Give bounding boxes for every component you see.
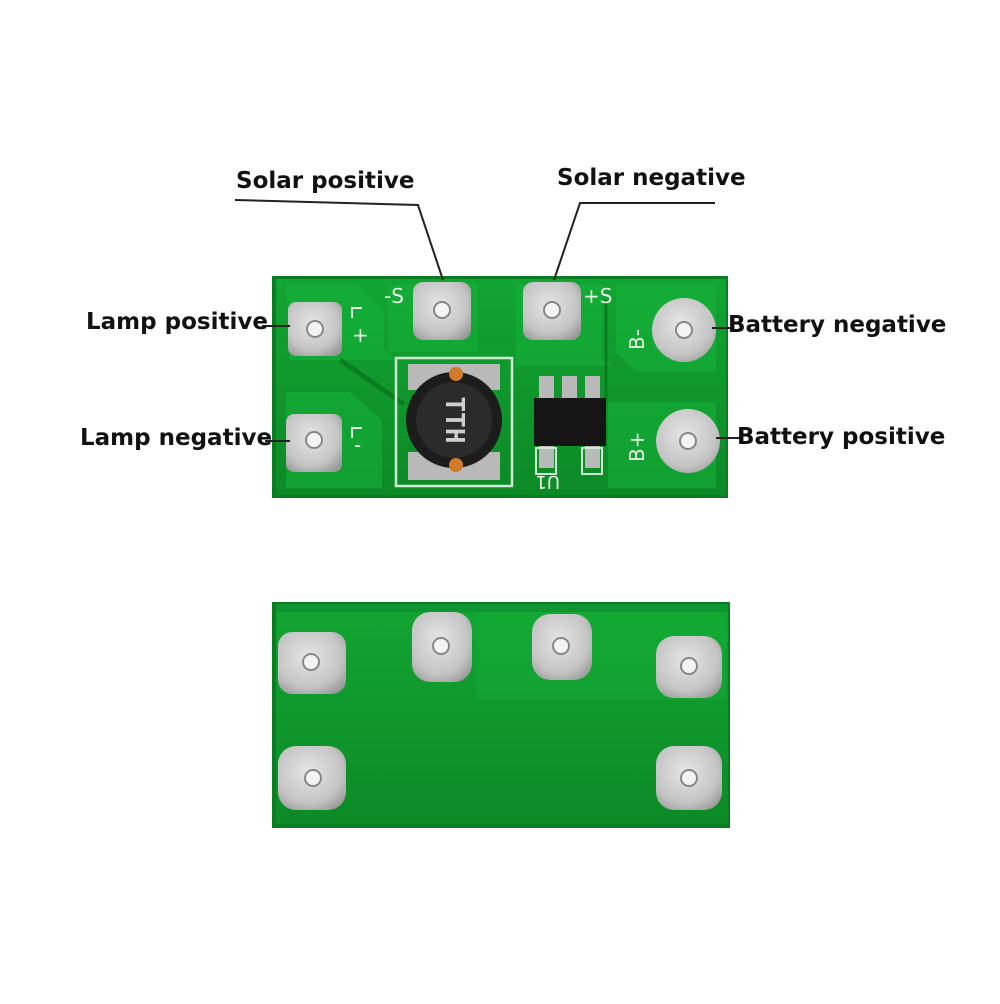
pcb-back	[272, 602, 730, 828]
pad-solar-positive	[523, 282, 581, 340]
ic-lead	[539, 446, 554, 468]
ic-u1	[534, 376, 606, 475]
ic-lead	[562, 376, 577, 398]
pcb-back-edge	[276, 604, 728, 612]
pad-hole	[675, 321, 693, 339]
silkscreen-bracket	[351, 427, 362, 438]
inductor-marking: TTH	[439, 397, 469, 444]
label-solar-positive: Solar positive	[236, 168, 415, 194]
pad-hole	[432, 637, 450, 655]
pcb-front: TTH -S +S + - B- B+ U1	[272, 276, 728, 498]
pad-hole	[679, 432, 697, 450]
ic-body	[534, 398, 606, 446]
label-battery-negative: Battery negative	[728, 312, 947, 338]
silkscreen-u1: U1	[535, 471, 560, 492]
ic-lead	[539, 376, 554, 398]
pcb-back-solder-mask	[276, 608, 728, 824]
label-battery-positive: Battery positive	[737, 424, 946, 450]
ic-pad-outline	[535, 447, 557, 475]
inductor-silkscreen-outline	[394, 356, 514, 488]
back-pad-3	[532, 614, 592, 680]
pad-lamp-positive	[288, 302, 342, 356]
pad-hole	[680, 769, 698, 787]
pad-hole	[305, 431, 323, 449]
back-pad-2	[412, 612, 472, 682]
inductor-core	[416, 382, 492, 458]
inductor-solder-dot	[449, 367, 463, 381]
back-pad-1	[278, 632, 346, 694]
leader-solar-negative	[553, 202, 715, 281]
pad-hole	[433, 301, 451, 319]
label-lamp-negative: Lamp negative	[80, 425, 273, 451]
pad-hole	[304, 769, 322, 787]
pad-battery-positive	[656, 409, 720, 473]
pad-hole	[306, 320, 324, 338]
ic-lead	[585, 446, 600, 468]
pad-solar-negative	[413, 282, 471, 340]
back-pad-5	[278, 746, 346, 810]
silkscreen-lamp-minus: -	[354, 433, 361, 457]
pad-lamp-negative	[286, 414, 342, 472]
silkscreen-s-plus: +S	[583, 284, 612, 308]
ic-pad-outline	[581, 447, 603, 475]
silkscreen-b-minus: B-	[625, 329, 649, 350]
silkscreen-s-minus: -S	[384, 284, 404, 308]
label-lamp-positive: Lamp positive	[86, 309, 268, 335]
inductor: TTH	[406, 364, 502, 480]
back-pad-6	[656, 746, 722, 810]
ic-lead	[585, 376, 600, 398]
label-solar-negative: Solar negative	[557, 165, 746, 191]
silkscreen-b-plus: B+	[625, 432, 649, 462]
leader-solar-positive	[234, 199, 444, 281]
leader-lines	[234, 199, 740, 442]
pcb-trace	[338, 357, 406, 407]
back-pad-4	[656, 636, 722, 698]
pad-hole	[680, 657, 698, 675]
silkscreen-lamp-plus: +	[352, 323, 369, 347]
pad-hole	[543, 301, 561, 319]
inductor-solder-dot	[449, 458, 463, 472]
silkscreen-bracket	[351, 307, 362, 318]
pad-battery-negative	[652, 298, 716, 362]
pad-hole	[552, 637, 570, 655]
pad-hole	[302, 653, 320, 671]
